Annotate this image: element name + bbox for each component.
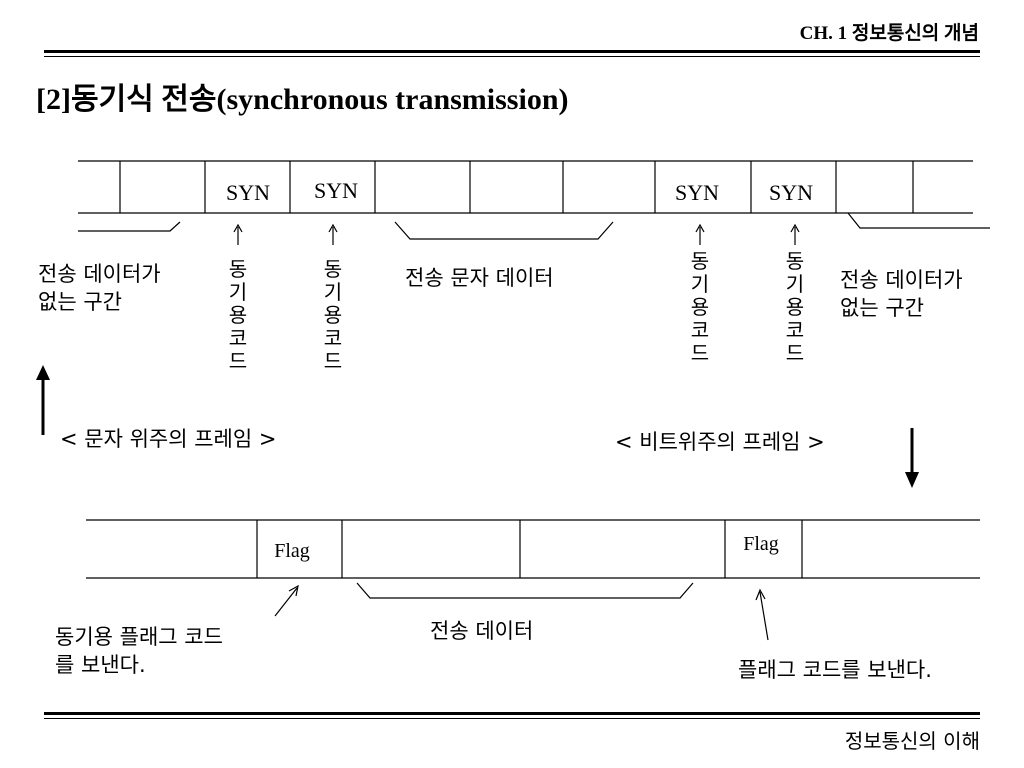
flag-code-2: Flag bbox=[743, 533, 779, 555]
send-flag-label-right: 플래그 코드를 보낸다. bbox=[738, 658, 932, 682]
bit-frame-caption: < 비트위주의 프레임 > bbox=[615, 430, 825, 454]
footer-rule-thick bbox=[44, 712, 980, 715]
header-rule-thick bbox=[44, 50, 980, 53]
send-flag-label-left: 동기용 플래그 코드 를 보낸다. bbox=[55, 625, 223, 677]
flag-code-1: Flag bbox=[274, 540, 310, 562]
sync-code-label-2: 동기용코드 bbox=[323, 257, 343, 373]
sync-code-label-1: 동기용코드 bbox=[228, 257, 248, 373]
sync-code-label-4: 동기용코드 bbox=[785, 249, 805, 365]
header-rule-thin bbox=[44, 56, 980, 57]
sync-code-label-3: 동기용코드 bbox=[690, 249, 710, 365]
syn-code-4: SYN bbox=[768, 180, 813, 205]
syn-code-3: SYN bbox=[674, 180, 719, 205]
footer-rule-thin bbox=[44, 718, 980, 719]
transfer-data-label: 전송 데이터 bbox=[430, 619, 534, 643]
footer-title: 정보통신의 이해 bbox=[844, 729, 980, 753]
no-data-label-right: 전송 데이터가 없는 구간 bbox=[840, 268, 963, 320]
chapter-header: CH. 1 정보통신의 개념 bbox=[799, 23, 979, 44]
no-data-label-left: 전송 데이터가 없는 구간 bbox=[38, 262, 161, 314]
syn-code-2: SYN bbox=[313, 178, 358, 203]
page-title: [2]동기식 전송(synchronous transmission) bbox=[36, 83, 569, 116]
char-data-label: 전송 문자 데이터 bbox=[405, 266, 554, 290]
syn-code-1: SYN bbox=[225, 180, 270, 205]
char-frame-caption: < 문자 위주의 프레임 > bbox=[60, 427, 277, 451]
